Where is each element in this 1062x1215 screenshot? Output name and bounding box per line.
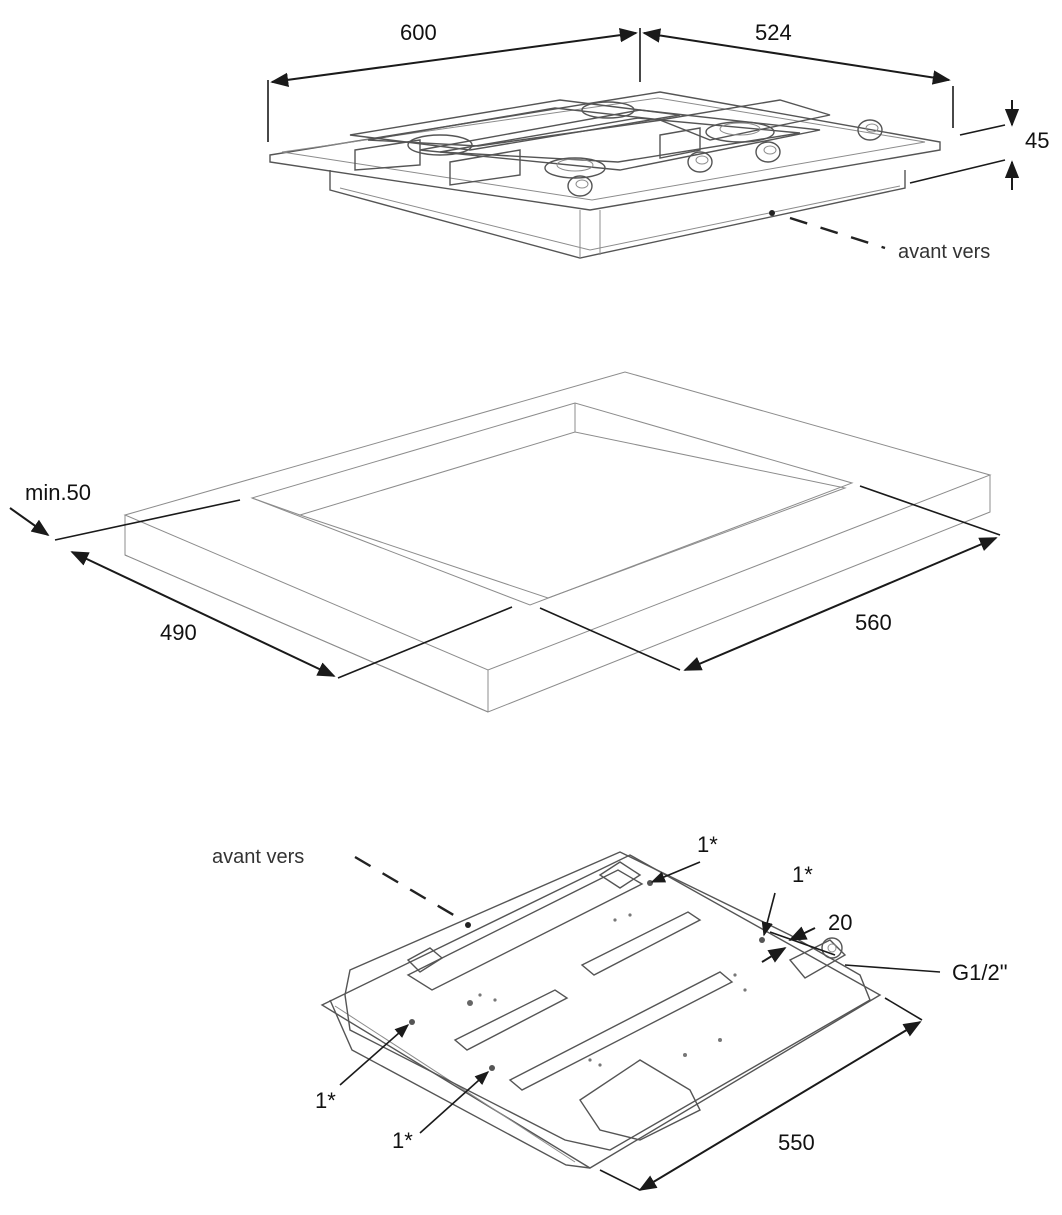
depth-label-550: 550 xyxy=(778,1130,815,1155)
underside-depth-dimension: 550 xyxy=(599,997,923,1191)
hob-top-view xyxy=(269,91,941,259)
cutout-depth-dimension: 490 xyxy=(70,551,513,679)
fixing-label-4: 1* xyxy=(392,1128,413,1153)
front-label-bottom: avant vers xyxy=(212,846,304,868)
height-label-45: 45 xyxy=(1025,128,1049,153)
depth-label-490: 490 xyxy=(160,620,197,645)
hob-width-dimension: 600 xyxy=(267,20,641,142)
worktop-cutout xyxy=(123,371,992,713)
gas-inlet-label: G1/2" xyxy=(952,960,1008,985)
depth-label-524: 524 xyxy=(755,20,792,45)
width-label-600: 600 xyxy=(400,20,437,45)
fixing-label-2: 1* xyxy=(792,862,813,887)
front-indicator-bottom: avant vers xyxy=(212,846,463,922)
hob-depth-dimension: 524 xyxy=(642,20,954,128)
hob-height-dimension: 45 xyxy=(909,100,1049,190)
fixing-label-1: 1* xyxy=(697,832,718,857)
offset-label: 20 xyxy=(828,910,852,935)
front-label-top: avant vers xyxy=(898,241,990,263)
gas-inlet-callout: G1/2" xyxy=(844,960,1008,985)
width-label-560: 560 xyxy=(855,610,892,635)
min-label: min.50 xyxy=(25,480,91,505)
front-indicator-top: avant vers xyxy=(789,216,990,263)
offset-dimension: 20 xyxy=(761,910,852,963)
fixing-label-3: 1* xyxy=(315,1088,336,1113)
cutout-min-dimension: min.50 xyxy=(9,480,241,541)
hob-underside xyxy=(320,851,882,1169)
cutout-width-dimension: 560 xyxy=(539,485,1001,671)
fixing-callouts: 1* 1* 1* 1* xyxy=(315,832,813,1153)
